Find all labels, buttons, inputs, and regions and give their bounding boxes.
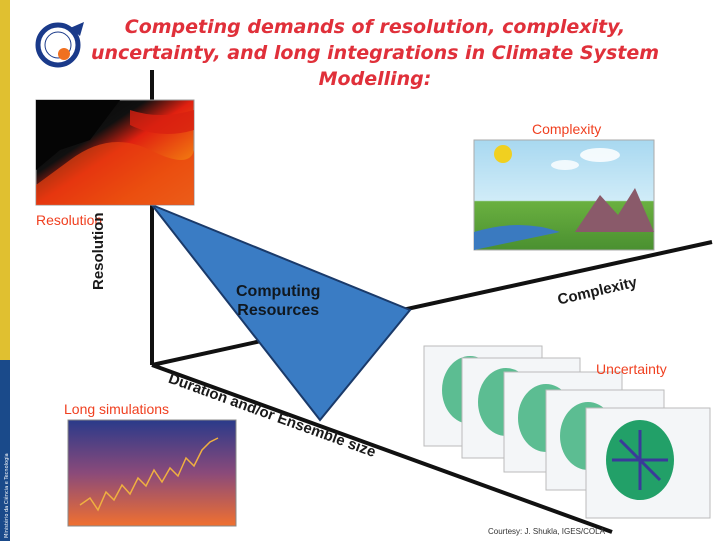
resolution-map-image bbox=[35, 99, 195, 206]
long-simulations-chart-image bbox=[67, 419, 237, 527]
title-line-2: uncertainty, and long integrations in Cl… bbox=[90, 42, 660, 64]
complexity-schematic-image bbox=[473, 139, 655, 251]
axis-complexity-line bbox=[151, 240, 713, 367]
sidebar-blue-strip bbox=[0, 360, 10, 541]
title-line-3: Modelling: bbox=[318, 68, 432, 90]
resolution-red-label: Resolution bbox=[36, 212, 103, 228]
computing-resources-triangle bbox=[148, 202, 412, 422]
title-line-1: Competing demands of resolution, complex… bbox=[124, 16, 626, 38]
long-simulations-red-label: Long simulations bbox=[64, 401, 170, 417]
uncertainty-ensemble-images bbox=[423, 345, 711, 519]
inpe-logo-icon bbox=[35, 22, 84, 68]
axis-resolution-label: Resolution bbox=[90, 212, 107, 291]
uncertainty-red-label: Uncertainty bbox=[596, 361, 667, 377]
complexity-red-label: Complexity bbox=[532, 121, 602, 137]
sidebar-stripe: Ministério da Ciência e Tecnologia bbox=[0, 0, 10, 541]
computing-line-1: Computing bbox=[236, 283, 321, 300]
computing-line-2: Resources bbox=[237, 302, 320, 319]
slide-title: Competing demands of resolution, complex… bbox=[80, 14, 670, 92]
axis-duration-line bbox=[151, 363, 613, 534]
computing-resources-label: Computing Resources bbox=[236, 282, 320, 320]
credit-text: Courtesy: J. Shukla, IGES/COLA bbox=[488, 527, 605, 536]
